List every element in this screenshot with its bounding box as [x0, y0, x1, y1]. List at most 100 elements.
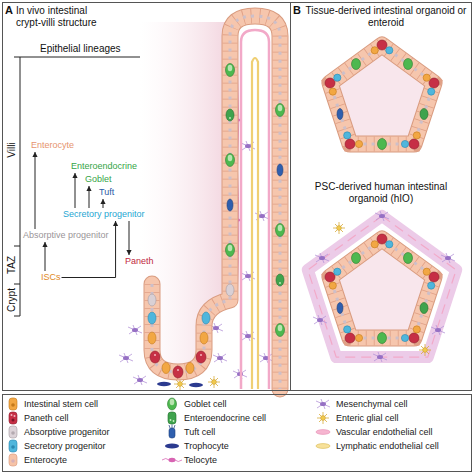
legend-text: Absorptive progenitor	[24, 426, 110, 438]
villus-special-cells	[278, 325, 283, 332]
villus-special-cells	[226, 64, 235, 77]
legend-text: Goblet cell	[184, 398, 227, 410]
hio-organoid	[330, 239, 434, 338]
legend-text: Mesenchymal cell	[336, 398, 408, 410]
arrow-head	[86, 186, 91, 191]
legend-icons	[9, 398, 17, 410]
mesenchymal-cells	[133, 375, 147, 385]
villus-special-cells	[277, 164, 283, 176]
enteroid-organoid	[404, 59, 413, 70]
lineage-arrow	[62, 221, 119, 278]
lineage-arrow-line	[75, 173, 76, 208]
legend-text: Vascular endothelial cell	[336, 426, 432, 438]
crypt-special-cells	[177, 369, 179, 371]
hio-organoid	[428, 282, 435, 289]
hio-organoid	[401, 334, 408, 341]
crypt-special-cells	[150, 351, 160, 363]
villus-special-cells	[226, 64, 285, 337]
crypt-base-stroma	[157, 382, 171, 386]
hio-organoid	[419, 344, 431, 356]
lineage-arrow	[100, 199, 105, 208]
cell-type-name: Goblet	[85, 174, 112, 184]
legend-icons	[170, 419, 172, 421]
hio-organoid	[420, 303, 428, 314]
legend-icons	[14, 415, 16, 417]
legend-icons	[170, 399, 175, 405]
cell-type-name: Enterocyte	[31, 140, 74, 150]
villus-special-cells	[227, 199, 233, 211]
hio-organoid	[423, 268, 430, 275]
arrow-head	[100, 199, 105, 204]
enteroid-organoid	[325, 78, 335, 88]
enteroid-organoid	[352, 59, 361, 70]
villus-special-cells	[276, 324, 285, 337]
crypt-special-cells	[196, 351, 206, 363]
panel-letter: A	[5, 4, 13, 16]
hio-organoid	[386, 241, 393, 248]
hio-organoid	[373, 352, 387, 362]
hio-organoid	[441, 253, 455, 263]
enteroid-organoid	[423, 74, 430, 81]
legend-icons	[165, 444, 179, 449]
crypt-special-cells	[186, 363, 194, 374]
crypt-special-cells	[162, 363, 170, 374]
arrow-head	[32, 152, 37, 157]
enteroid-organoid	[409, 139, 419, 149]
legend-text: Telocyte	[184, 454, 217, 466]
lineage-arrow	[72, 173, 77, 208]
legend-text: Enteric glial cell	[336, 412, 399, 424]
legend-icons	[169, 458, 176, 462]
lineage-axis	[14, 316, 20, 317]
legend-icons	[173, 420, 175, 422]
panel-a: AIn vivo intestinal crypt-villi structur…	[2, 2, 290, 390]
legend-icons	[11, 431, 15, 435]
enteroid-organoid	[325, 40, 439, 150]
crypt-base-stroma	[189, 383, 203, 387]
villus-epithelium	[152, 16, 280, 389]
hio-organoid	[315, 253, 329, 263]
legend-icons	[12, 419, 15, 422]
legend-icons	[168, 412, 176, 424]
cell-type-name: Absorptive progenitor	[23, 230, 109, 240]
crypt-special-cells	[148, 284, 234, 378]
mesenchymal-cells	[128, 325, 142, 335]
hio-organoid	[352, 253, 361, 264]
legend-icons	[316, 430, 330, 435]
crypt-special-cells	[148, 332, 156, 344]
legend-icons	[11, 445, 15, 449]
lineage-label: Enterocyte	[30, 139, 75, 152]
lineage-label: Enteroendocrine	[70, 160, 138, 173]
hio-organoid	[330, 239, 434, 338]
villus-epithelium	[152, 16, 280, 389]
hio-organoid	[325, 272, 335, 282]
hio-organoid	[345, 333, 355, 343]
hio-organoid	[431, 325, 445, 335]
hio-organoid	[330, 239, 434, 338]
legend-icons	[9, 412, 17, 424]
enteroid-organoid	[325, 40, 439, 150]
legend-text: Tuft cell	[184, 426, 215, 438]
mesenchymal-cells	[119, 353, 133, 363]
legend-text: Enterocyte	[24, 454, 67, 466]
enteroid-organoid	[334, 74, 341, 81]
mesenchymal-cells	[213, 353, 227, 363]
crypt-special-cells	[200, 354, 202, 356]
section-heading: Epithelial lineages	[40, 43, 121, 54]
enteroid-organoid	[355, 140, 362, 147]
villus-special-cells	[228, 65, 233, 72]
enteroid-organoid	[329, 88, 336, 95]
enteroid-organoid	[378, 139, 387, 150]
hio-organoid	[333, 222, 345, 234]
cell-type-name: Secretory progenitor	[63, 209, 145, 219]
villus-epithelium	[152, 16, 280, 389]
hio-organoid	[377, 234, 387, 244]
panel-title: PSC-derived human intestinal organoid (h…	[299, 181, 463, 205]
legend-icons	[162, 459, 182, 462]
lineage-label: Secretory progenitor	[62, 208, 146, 221]
villus-vessels	[241, 30, 269, 389]
hio-organoid	[429, 272, 439, 282]
legend-text: Enteroendocrine cell	[184, 412, 266, 424]
enteroid-organoid	[330, 45, 434, 144]
cell-type-name: Enteroendocrine	[71, 161, 137, 171]
